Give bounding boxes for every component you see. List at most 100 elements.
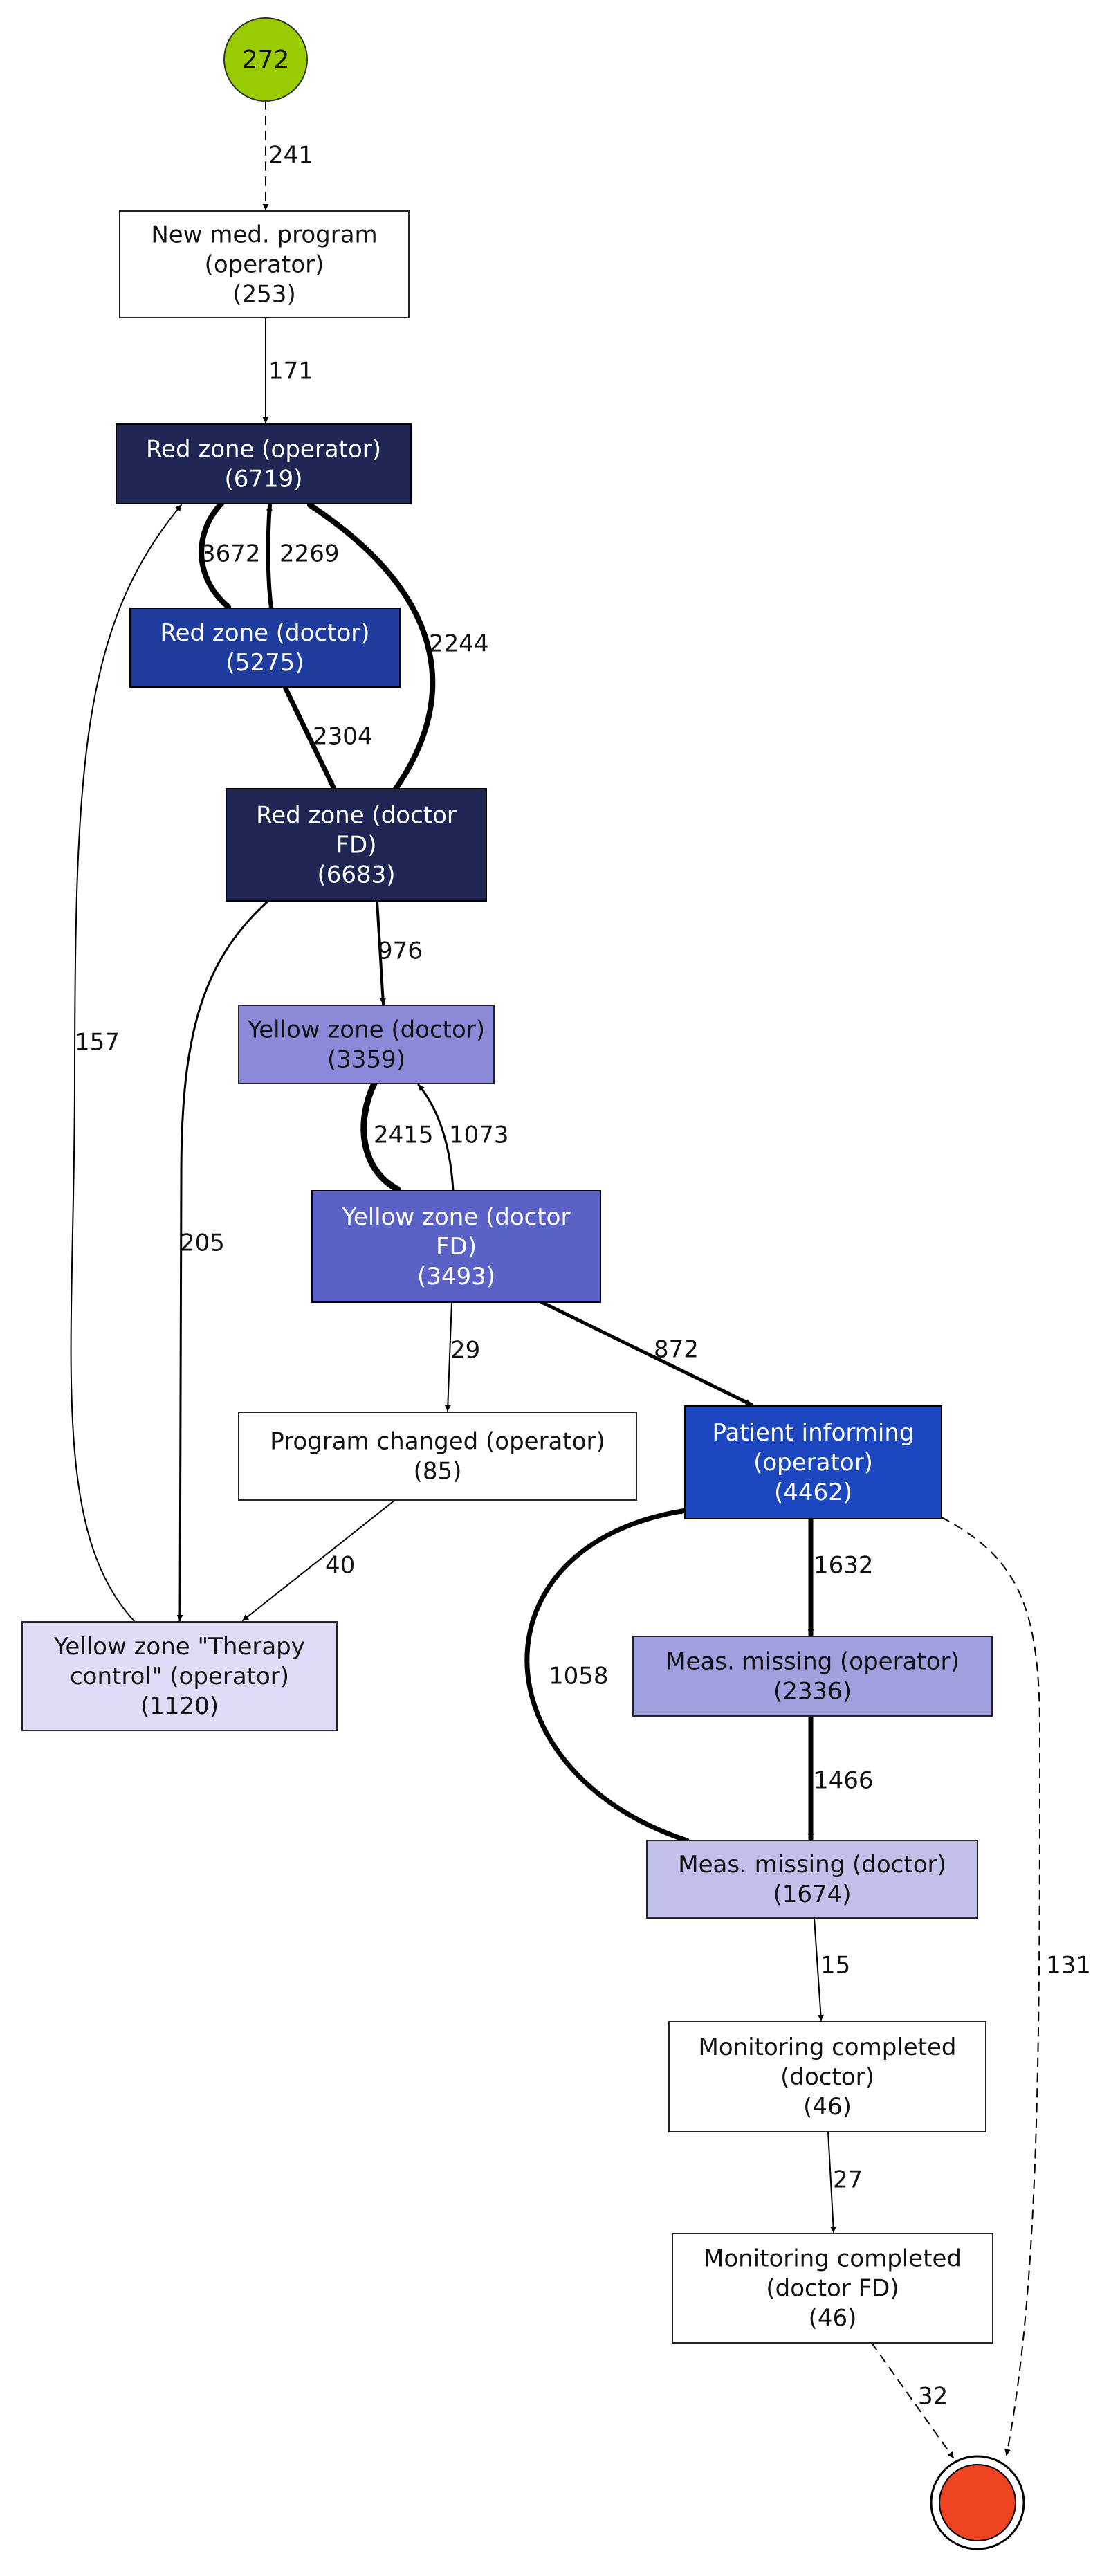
node-box — [632, 1636, 993, 1717]
edge-label-new_med-red_op: 171 — [268, 358, 313, 385]
node-label-line: (46) — [803, 2093, 852, 2121]
node-label-line: Red zone (doctor — [256, 802, 457, 830]
node-label-line: (46) — [809, 2305, 857, 2332]
node-label-line: FD) — [336, 832, 376, 859]
edge-label-red_doc-red_op: 2269 — [279, 540, 340, 568]
node-label-line: (doctor FD) — [766, 2275, 899, 2303]
node-yel_doc: Yellow zone (doctor)(3359) — [238, 1005, 495, 1084]
start-node — [223, 17, 308, 102]
node-label-line: (253) — [232, 281, 295, 309]
node-label-line: (4462) — [774, 1479, 852, 1506]
edge-red_doc-red_fd — [282, 684, 336, 790]
node-label-line: (doctor) — [780, 2063, 874, 2091]
node-box — [21, 1621, 338, 1731]
node-label-line: (2336) — [773, 1678, 852, 1706]
edge-yel_therapy-red_op — [70, 504, 182, 1623]
node-box — [646, 1840, 978, 1919]
node-label-line: (operator) — [753, 1449, 873, 1477]
start-node-label: 272 — [242, 46, 290, 74]
node-label-line: FD) — [436, 1233, 477, 1261]
edge-label-yel_fd-yel_doc: 1073 — [449, 1122, 509, 1149]
node-meas_doc: Meas. missing (doctor)(1674) — [646, 1840, 978, 1919]
node-label-line: Red zone (operator) — [146, 436, 381, 464]
node-label-line: Yellow zone "Therapy — [53, 1633, 305, 1661]
node-label-line: (3493) — [417, 1263, 495, 1290]
node-red_op: Red zone (operator)(6719) — [116, 423, 412, 504]
node-box — [116, 423, 412, 504]
node-meas_op: Meas. missing (operator)(2336) — [632, 1636, 993, 1717]
node-prog_changed: Program changed (operator)(85) — [238, 1412, 637, 1501]
node-red_doc: Red zone (doctor)(5275) — [129, 608, 401, 688]
edge-meas_doc-mon_doc — [814, 1917, 824, 2021]
edge-meas_doc-patient_inf — [524, 1508, 690, 1843]
edge-label-red_fd-yel_doc: 976 — [378, 938, 423, 965]
edge-label-yel_therapy-red_op: 157 — [75, 1029, 120, 1057]
node-box — [238, 1412, 637, 1501]
edge-labels-layer: 241 171 3672 2269 2244 2304 157 976 205 2415 1073 2… — [75, 142, 1091, 2411]
node-label-line: New med. program — [151, 221, 377, 249]
edge-label-meas_doc-mon_doc: 15 — [820, 1952, 850, 1980]
edge-yel_fd-patient_inf — [540, 1300, 753, 1407]
node-label-line: Program changed (operator) — [270, 1428, 605, 1456]
edge-label-meas_doc-patient_inf: 1058 — [549, 1663, 609, 1690]
edge-yel_doc-yel_fd — [360, 1080, 401, 1193]
edges-layer — [70, 100, 1041, 2458]
edge-label-mon_fd-end: 32 — [918, 2383, 948, 2411]
edge-label-start-new_med: 241 — [268, 142, 313, 170]
edge-label-yel_fd-patient_inf: 872 — [654, 1336, 699, 1364]
edge-label-red_doc-red_fd: 2304 — [313, 723, 373, 751]
edge-label-red_fd-yel_therapy: 205 — [180, 1230, 225, 1257]
edge-red_fd-yel_therapy — [176, 899, 270, 1622]
edge-yel_fd-prog_changed — [444, 1301, 452, 1412]
edge-label-red_op-red_doc: 3672 — [201, 540, 261, 568]
edge-label-yel_fd-prog_changed: 29 — [450, 1337, 480, 1364]
node-label-line: Patient informing — [712, 1419, 914, 1447]
node-new_med: New med. program(operator)(253) — [119, 210, 410, 318]
node-label-line: Yellow zone (doctor) — [247, 1016, 485, 1044]
node-mon_fd: Monitoring completed(doctor FD)(46) — [672, 2233, 993, 2344]
node-box — [684, 1405, 942, 1519]
node-label-line: (5275) — [226, 649, 304, 677]
node-box — [668, 2021, 986, 2132]
edge-mon_doc-mon_fd — [827, 2131, 837, 2233]
node-box — [119, 210, 410, 318]
node-label-line: (operator) — [205, 251, 324, 279]
edge-red_op-red_doc — [199, 501, 231, 610]
node-box — [226, 788, 487, 902]
edge-label-mon_doc-mon_fd: 27 — [833, 2166, 863, 2194]
edge-mon_fd-end — [871, 2342, 954, 2458]
node-label-line: (1674) — [773, 1881, 851, 1908]
edge-label-prog_changed-yel_therapy: 40 — [325, 1552, 355, 1580]
edge-red_fd-yel_doc — [376, 899, 387, 1005]
node-label-line: control" (operator) — [70, 1663, 289, 1690]
node-box — [311, 1190, 601, 1303]
edge-label-patient_inf-meas_op: 1632 — [814, 1552, 874, 1580]
edge-label-red_fd-red_op: 2244 — [429, 630, 489, 658]
node-label-line: (1120) — [140, 1692, 219, 1720]
node-label-line: (6719) — [224, 466, 302, 493]
node-label-line: (3359) — [327, 1046, 405, 1074]
node-label-line: Yellow zone (doctor — [342, 1203, 571, 1231]
edge-red_doc-red_op — [266, 503, 273, 610]
node-label-line: Monitoring completed — [698, 2034, 956, 2061]
edge-prog_changed-yel_therapy — [242, 1499, 396, 1621]
end-node — [939, 2464, 1016, 2541]
node-box — [129, 608, 401, 688]
node-patient_inf: Patient informing(operator)(4462) — [684, 1405, 942, 1519]
node-label-line: (6683) — [317, 861, 395, 889]
edge-yel_fd-yel_doc — [417, 1084, 455, 1192]
edge-label-yel_doc-yel_fd: 2415 — [374, 1122, 434, 1149]
node-label-line: Meas. missing (operator) — [665, 1648, 960, 1676]
node-mon_doc: Monitoring completed(doctor)(46) — [668, 2021, 986, 2132]
edge-label-patient_inf-end: 131 — [1046, 1952, 1091, 1980]
edge-patient_inf-end — [941, 1517, 1041, 2456]
edge-label-meas_op-meas_doc: 1466 — [814, 1767, 874, 1795]
node-label-line: Meas. missing (doctor) — [678, 1851, 946, 1879]
node-box — [238, 1005, 495, 1084]
node-label-line: Red zone (doctor) — [160, 619, 369, 647]
